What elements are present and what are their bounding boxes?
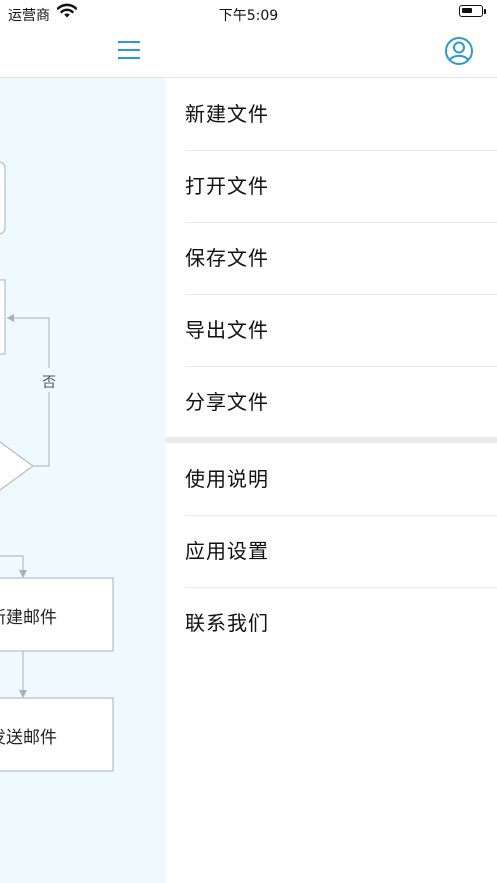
battery-cap — [484, 9, 486, 14]
status-bar: 运营商 下午5:09 — [0, 0, 497, 26]
menu-item-new-file[interactable]: 新建文件 — [185, 78, 497, 151]
carrier-label: 运营商 — [8, 8, 50, 24]
flowchart-canvas[interactable]: 否 新建邮件 发送邮件 — [0, 78, 166, 883]
clock: 下午5:09 — [218, 8, 279, 24]
flow-node-top[interactable] — [0, 161, 6, 235]
flow-arrowhead-a — [19, 570, 27, 578]
group-divider — [166, 437, 497, 443]
hamburger-icon[interactable] — [113, 37, 145, 65]
battery-level — [462, 8, 472, 13]
flow-decision[interactable] — [0, 441, 34, 491]
flow-arrowhead-loop — [7, 314, 14, 322]
flow-node-second[interactable] — [0, 279, 6, 355]
side-drawer: 新建文件 打开文件 保存文件 导出文件 分享文件 使用说明 应用设置 联系我们 — [166, 78, 497, 883]
menu-item-share-file[interactable]: 分享文件 — [185, 390, 269, 414]
flow-node-send-mail-label: 发送邮件 — [0, 728, 57, 748]
user-circle-icon[interactable] — [443, 35, 475, 67]
branch-label-no: 否 — [42, 375, 56, 391]
flow-connector-a — [0, 555, 24, 575]
wifi-icon — [57, 3, 77, 18]
battery-icon — [459, 5, 483, 17]
menu-item-export-file[interactable]: 导出文件 — [185, 294, 497, 367]
flow-arrowhead-b — [19, 690, 27, 698]
menu-item-app-settings[interactable]: 应用设置 — [185, 515, 497, 588]
menu-item-instructions[interactable]: 使用说明 — [185, 443, 497, 516]
menu-item-save-file[interactable]: 保存文件 — [185, 222, 497, 295]
menu-item-contact-us[interactable]: 联系我们 — [185, 611, 269, 635]
flow-node-send-mail[interactable] — [0, 697, 114, 772]
menu-item-open-file[interactable]: 打开文件 — [185, 150, 497, 223]
nav-bar — [0, 26, 497, 78]
flow-node-new-mail-label: 新建邮件 — [0, 608, 57, 628]
flow-node-new-mail[interactable] — [0, 577, 114, 652]
